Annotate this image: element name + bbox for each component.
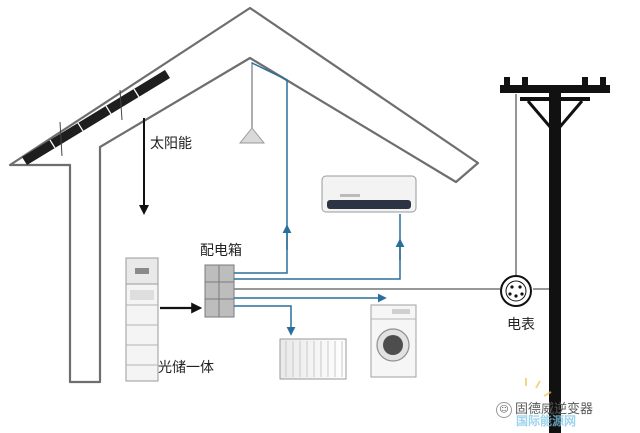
electric-meter-icon: [500, 275, 532, 307]
distribution-box-icon: [204, 264, 235, 318]
wires: [234, 62, 552, 336]
radiator-icon: [279, 338, 347, 380]
sun-logo-icon: [525, 378, 552, 397]
wechat-icon: ☺: [496, 401, 512, 418]
utility-pole-icon: [500, 77, 610, 433]
ac-wire: [234, 214, 401, 280]
ceiling-lamp-icon: [238, 62, 266, 144]
radiator-wire: [234, 305, 296, 336]
meter-label: 电表: [507, 316, 535, 332]
lamp-wire: [234, 62, 288, 274]
solar-panels: [22, 70, 170, 165]
washing-machine-icon: [370, 304, 417, 378]
watermark: ☺固德威逆变器: [496, 398, 593, 418]
air-conditioner-icon: [321, 175, 417, 213]
storage-unit-label: 光储一体: [158, 359, 214, 375]
storage-unit-icon: [125, 257, 159, 382]
distribution-box-label: 配电箱: [200, 242, 242, 258]
solar-label: 太阳能: [150, 135, 192, 151]
watermark-site: 国际能源网: [516, 414, 577, 428]
watermark-account: 固德威逆变器: [515, 402, 594, 417]
